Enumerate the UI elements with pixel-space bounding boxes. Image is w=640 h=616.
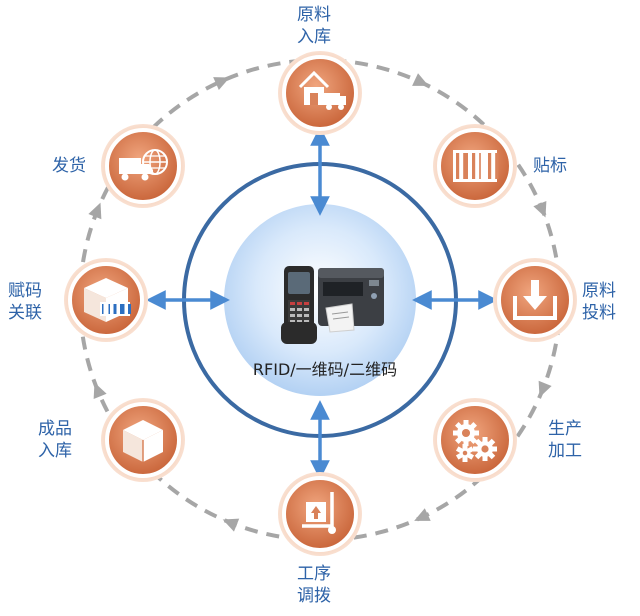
node-shipping: [101, 124, 185, 208]
flow-arrowhead: [88, 202, 102, 220]
node-label-process-transfer: 工序调拨: [297, 563, 331, 607]
flow-arrowhead: [412, 73, 429, 86]
node-label-line: 生产: [548, 419, 582, 439]
connector-arrows: [146, 126, 498, 480]
node-raw-material-inbound: [278, 51, 362, 135]
flow-arrowhead: [93, 382, 107, 400]
node-label-raw-material-feeding: 原料投料: [582, 280, 616, 324]
download-tray-icon: [513, 280, 557, 320]
delivery-truck-globe-icon: [119, 149, 168, 181]
gears-icon: [453, 420, 497, 462]
node-process-transfer: [278, 472, 362, 556]
node-label-finished-inbound: 成品入库: [38, 418, 72, 462]
barcode-box-icon: [84, 278, 131, 322]
node-label-line: 赋码: [8, 281, 42, 301]
node-label-line: 加工: [548, 441, 582, 461]
flow-arrowhead: [414, 508, 431, 521]
handheld-scanner-icon: [281, 266, 317, 344]
node-label-line: 关联: [8, 303, 42, 323]
flow-arrowhead: [222, 518, 240, 532]
node-label-line: 工序: [297, 564, 331, 584]
barcode-icon: [453, 150, 499, 182]
node-label-code-association: 赋码关联: [8, 280, 42, 324]
flow-arrowhead: [213, 77, 230, 90]
node-production: [433, 398, 517, 482]
node-label-raw-material-inbound: 原料入库: [297, 4, 331, 48]
flow-arrowhead: [538, 380, 552, 398]
node-labeling: [433, 124, 517, 208]
box-icon: [123, 420, 163, 462]
node-label-line: 贴标: [533, 156, 567, 176]
process-nodes: [64, 51, 577, 556]
node-label-line: 入库: [297, 27, 331, 47]
center-label: RFID/一维码/二维码: [252, 360, 398, 379]
hand-truck-icon: [302, 492, 336, 534]
flow-arrows: [88, 73, 552, 532]
node-finished-inbound: [101, 398, 185, 482]
node-label-line: 原料: [297, 5, 331, 25]
flow-arrowhead: [533, 200, 547, 218]
node-label-line: 成品: [38, 419, 72, 439]
node-code-association: [64, 258, 148, 342]
node-raw-material-feeding: [493, 258, 577, 342]
node-label-line: 入库: [38, 441, 72, 461]
node-label-labeling: 贴标: [533, 155, 567, 177]
node-label-shipping: 发货: [52, 155, 86, 177]
node-label-line: 投料: [582, 303, 616, 323]
node-label-line: 调拨: [297, 586, 331, 606]
warehouse-truck-icon: [298, 70, 346, 110]
node-label-line: 发货: [52, 156, 86, 176]
label-printer-icon: [318, 268, 384, 333]
node-label-production: 生产加工: [548, 418, 582, 462]
node-label-line: 原料: [582, 281, 616, 301]
